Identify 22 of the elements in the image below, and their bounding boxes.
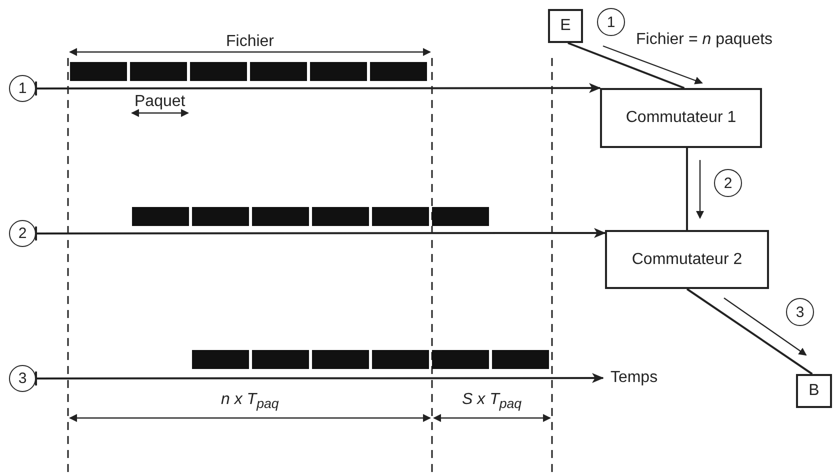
dimension-label: Paquet <box>134 94 186 110</box>
endpoint-box: E <box>548 9 583 43</box>
link-line <box>686 288 813 375</box>
timeline-arrow <box>35 80 601 96</box>
dimension-label: n x T$_{paq}$ <box>221 392 279 411</box>
timeline-arrow <box>35 226 606 242</box>
link-line <box>686 148 688 230</box>
dimension-label: S x T$_{paq}$ <box>462 392 522 411</box>
process-box: Commutateur 1 <box>600 88 762 148</box>
callout-number: 3 <box>9 365 36 392</box>
callout-number: 2 <box>9 220 36 247</box>
endpoint-box: B <box>796 374 832 408</box>
dimension-label: Fichier <box>226 34 274 50</box>
timeline-arrow <box>35 370 604 386</box>
callout-number: 1 <box>597 8 625 36</box>
process-box: Commutateur 2 <box>605 230 769 289</box>
caption-text: Fichier = n paquets <box>636 32 773 48</box>
axis-label: Temps <box>603 368 665 388</box>
callout-number: 1 <box>9 75 36 102</box>
callout-number: 3 <box>786 298 814 326</box>
link-line <box>568 42 685 89</box>
callout-number: 2 <box>714 169 742 197</box>
